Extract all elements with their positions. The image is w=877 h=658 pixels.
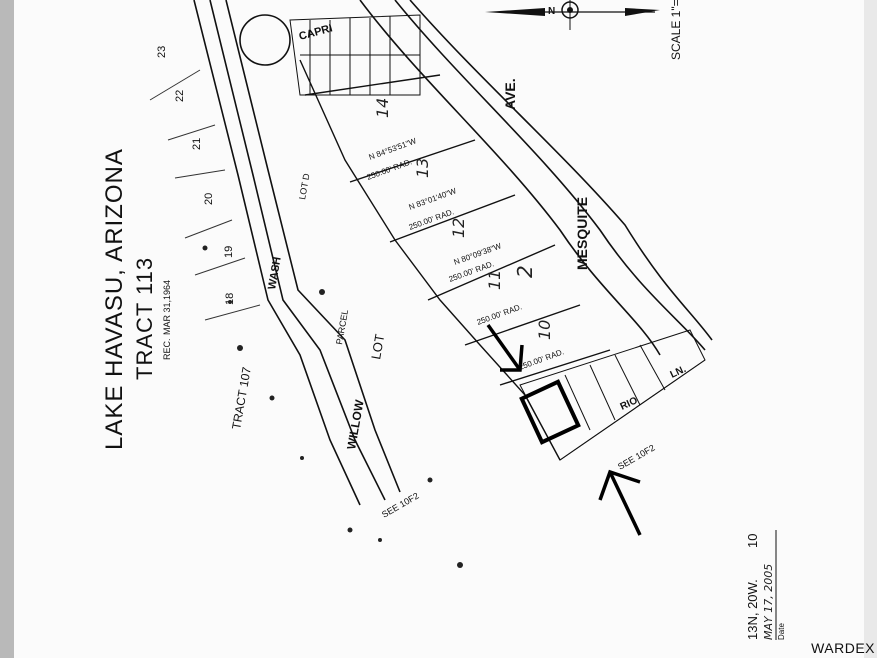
street-mesquite: MESQUITE [574, 197, 590, 270]
tract-title: TRACT 113 [132, 257, 157, 380]
see-reference-right: SEE 10F2 [616, 443, 657, 472]
corner-date: MAY 17, 2005 [762, 564, 775, 640]
north-arrow [485, 0, 660, 30]
side-lot-21: 21 [191, 138, 203, 150]
capri-small-lots [289, 14, 421, 96]
parcel-label: PARCEL [334, 309, 350, 346]
map-title: LAKE HAVASU, ARIZONA [101, 148, 128, 450]
side-lot-18: 18 [224, 293, 236, 305]
side-lot-22: 22 [174, 90, 186, 102]
dim-lot-10: 250.00' RAD. [518, 347, 566, 372]
dim-lot-11: 250.00' RAD. [476, 302, 524, 327]
recorded-prefix: REC. [162, 338, 172, 360]
corner-date-label: Date [777, 623, 786, 640]
capri-cul-de-sac [239, 14, 291, 66]
lot-label: LOT [368, 333, 387, 361]
bearing-3: N 80°09'38"W [453, 241, 503, 267]
page-number: 10 [745, 534, 760, 548]
highlight-box [519, 379, 581, 445]
lot-number-10: 10 [535, 320, 554, 340]
lot-d-label: LOT D [297, 172, 312, 200]
map-sheet [14, 0, 864, 658]
block-number: 2 [513, 265, 537, 278]
rio-small-lots [519, 329, 706, 461]
wash-dots [202, 245, 463, 568]
street-ave: AVE. [502, 78, 518, 110]
arrow-marker-top [486, 323, 524, 372]
scale-label: SCALE 1"= [669, 0, 683, 60]
arrow-marker-bottom [598, 469, 642, 536]
lot-number-14: 14 [373, 98, 392, 118]
mesquite-ave-curves [359, 0, 713, 356]
street-ln: LN. [669, 364, 688, 381]
street-willow: WILLOW [344, 398, 367, 450]
side-lot-20: 20 [203, 193, 215, 205]
lot-number-13: 13 [413, 158, 432, 178]
watermark: WARDEX [811, 640, 875, 656]
lot-number-12: 12 [449, 218, 468, 238]
recorded-date: MAR 31,1964 [162, 280, 172, 335]
north-label: N [548, 6, 555, 17]
township-label: 13N, 20W. [745, 579, 760, 640]
willow-wash-band [193, 0, 401, 506]
side-lot-lines [149, 69, 261, 321]
street-capri: CAPRI [298, 22, 334, 42]
lot-number-11: 11 [485, 270, 504, 290]
tract-107-label: TRACT 107 [229, 366, 254, 431]
page-edge [864, 0, 877, 658]
street-wash: WASH [266, 256, 284, 291]
see-reference-left: SEE 10F2 [380, 491, 421, 520]
side-lot-19: 19 [223, 246, 235, 258]
side-lot-23: 23 [156, 46, 168, 58]
